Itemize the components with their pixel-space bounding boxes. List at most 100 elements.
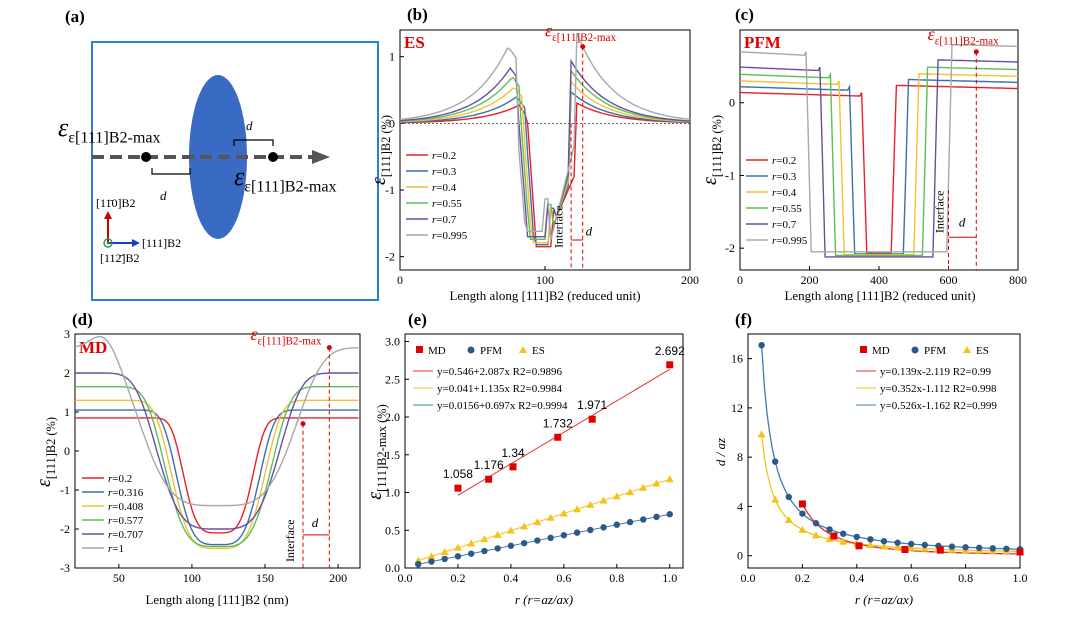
x-tick-label: 800 bbox=[1009, 273, 1027, 287]
x-tick-label: 1.0 bbox=[662, 571, 677, 585]
fit-equation: y=0.526x-1.162 R2=0.999 bbox=[880, 400, 997, 412]
eps-right-text: εε[111]B2-max bbox=[234, 162, 337, 196]
y-tick-label: 0 bbox=[64, 444, 70, 458]
legend-val: =0.7 bbox=[776, 219, 796, 231]
series-line-d bbox=[74, 335, 359, 507]
y-tick-label: 1.0 bbox=[385, 486, 400, 500]
series-line-b bbox=[399, 33, 691, 241]
pfm-point bbox=[534, 537, 541, 544]
y-tick-label: 4 bbox=[737, 499, 743, 513]
eps-annot-b-text: εε[111]B2-max bbox=[545, 21, 616, 45]
legend-val: =0.577 bbox=[112, 515, 143, 527]
es-point bbox=[599, 496, 608, 504]
legend-r: r bbox=[432, 230, 437, 242]
d-bottom-label: d bbox=[160, 188, 167, 203]
triad-z-dot bbox=[106, 241, 110, 245]
es-point bbox=[798, 525, 807, 533]
pfm-point bbox=[880, 537, 888, 545]
x-axis-label: r (r=az/ax) bbox=[855, 592, 913, 607]
y-tick-label: -1 bbox=[385, 183, 395, 197]
legend-val: =0.2 bbox=[112, 473, 132, 485]
es-point bbox=[586, 500, 595, 508]
es-point bbox=[866, 541, 875, 549]
legend-marker bbox=[963, 346, 971, 353]
series-line-b bbox=[399, 101, 690, 248]
x-tick-label: 0.0 bbox=[398, 571, 413, 585]
panel-b-label: (b) bbox=[407, 5, 428, 24]
x-tick-label: 200 bbox=[329, 571, 347, 585]
y-axis-label-e-sub: [111]B2-max (%) bbox=[375, 404, 389, 492]
legend-label: r=0.55 bbox=[772, 203, 802, 215]
md-point bbox=[936, 546, 944, 554]
eps-annot-b: εε[111]B2-max bbox=[545, 21, 616, 45]
y-axis-label-f: d / az bbox=[713, 438, 728, 466]
eps-annot-d-eps: ε bbox=[250, 324, 258, 344]
pfm-point bbox=[976, 544, 983, 552]
interface-label: Interface bbox=[551, 205, 565, 248]
triad-y-label: [11̄0]B2 bbox=[96, 196, 136, 210]
y-axis-label-b-eps: ε bbox=[368, 177, 390, 185]
legend-r: r bbox=[108, 473, 113, 485]
fit-equation: y=0.352x-1.112 R2=0.998 bbox=[880, 383, 997, 395]
interface-dot bbox=[300, 421, 306, 427]
y-tick-label: 2 bbox=[64, 366, 70, 380]
x-tick-label: 0.8 bbox=[958, 571, 973, 585]
legend-val: =0.3 bbox=[436, 166, 456, 178]
legend-val: =0.2 bbox=[436, 150, 456, 162]
legend-val: =0.995 bbox=[776, 235, 807, 247]
d-bracket-top bbox=[233, 139, 274, 146]
x-tick-label: 200 bbox=[801, 273, 819, 287]
es-point bbox=[839, 537, 848, 545]
legend-marker bbox=[467, 346, 475, 354]
legend-label: r=0.707 bbox=[108, 529, 144, 541]
pfm-point bbox=[894, 539, 901, 546]
legend-r: r bbox=[772, 171, 777, 183]
md-value-label: 2.692 bbox=[655, 344, 685, 358]
triad-y-head bbox=[104, 211, 112, 219]
legend-val: =0.55 bbox=[776, 203, 802, 215]
y-tick-label: 0 bbox=[389, 116, 395, 130]
md-point bbox=[901, 546, 909, 554]
pfm-point bbox=[507, 542, 515, 549]
y-tick-label: 12 bbox=[731, 401, 743, 415]
legend-val: =0.408 bbox=[112, 501, 143, 513]
legend-val: =0.707 bbox=[112, 529, 143, 541]
y-axis-label-e: ε[111]B2-max (%) bbox=[364, 404, 389, 499]
fit-equation: y=0.139x-2.119 R2=0.99 bbox=[880, 366, 991, 378]
es-point bbox=[467, 539, 476, 547]
eps-left: εε[111]B2-max bbox=[58, 113, 161, 147]
pfm-point bbox=[772, 458, 779, 465]
legend-val: =0.4 bbox=[436, 182, 456, 194]
es-point bbox=[506, 526, 515, 534]
legend-val: =0.316 bbox=[112, 487, 143, 499]
md-point bbox=[454, 484, 462, 492]
plot-frame bbox=[747, 333, 1021, 569]
x-tick-label: 0.2 bbox=[450, 571, 465, 585]
pfm-point bbox=[840, 530, 847, 537]
pfm-point bbox=[428, 558, 435, 565]
legend-marker bbox=[860, 346, 867, 353]
peak-dot bbox=[326, 345, 332, 351]
md-point bbox=[509, 463, 517, 471]
pfm-point bbox=[494, 545, 501, 552]
y-axis-label-c-text: ε[111]B2 (%) bbox=[699, 115, 724, 185]
legend-r: r bbox=[108, 515, 113, 527]
y-tick-label: 0 bbox=[729, 96, 735, 110]
legend-val: =0.2 bbox=[776, 155, 796, 167]
y-axis-label-c: ε[111]B2 (%) bbox=[699, 115, 724, 185]
x-tick-label: 600 bbox=[940, 273, 958, 287]
x-tick-label: 1.0 bbox=[1013, 571, 1028, 585]
legend-label: r=0.577 bbox=[108, 515, 144, 527]
fit-line-md bbox=[457, 368, 671, 496]
y-axis-label-c-eps: ε bbox=[699, 177, 721, 185]
y-tick-label: 2.0 bbox=[385, 410, 400, 424]
x-tick-label: 150 bbox=[256, 571, 274, 585]
series-line-d bbox=[75, 417, 359, 534]
x-axis-label: Length along [111]B2 (reduced unit) bbox=[449, 288, 640, 303]
eps-right-eps: ε bbox=[234, 162, 245, 191]
panel-b-tag: ES bbox=[404, 33, 425, 52]
strain-point-right bbox=[268, 152, 278, 162]
triad-x-head bbox=[132, 239, 140, 247]
axis-arrowhead bbox=[312, 150, 330, 164]
